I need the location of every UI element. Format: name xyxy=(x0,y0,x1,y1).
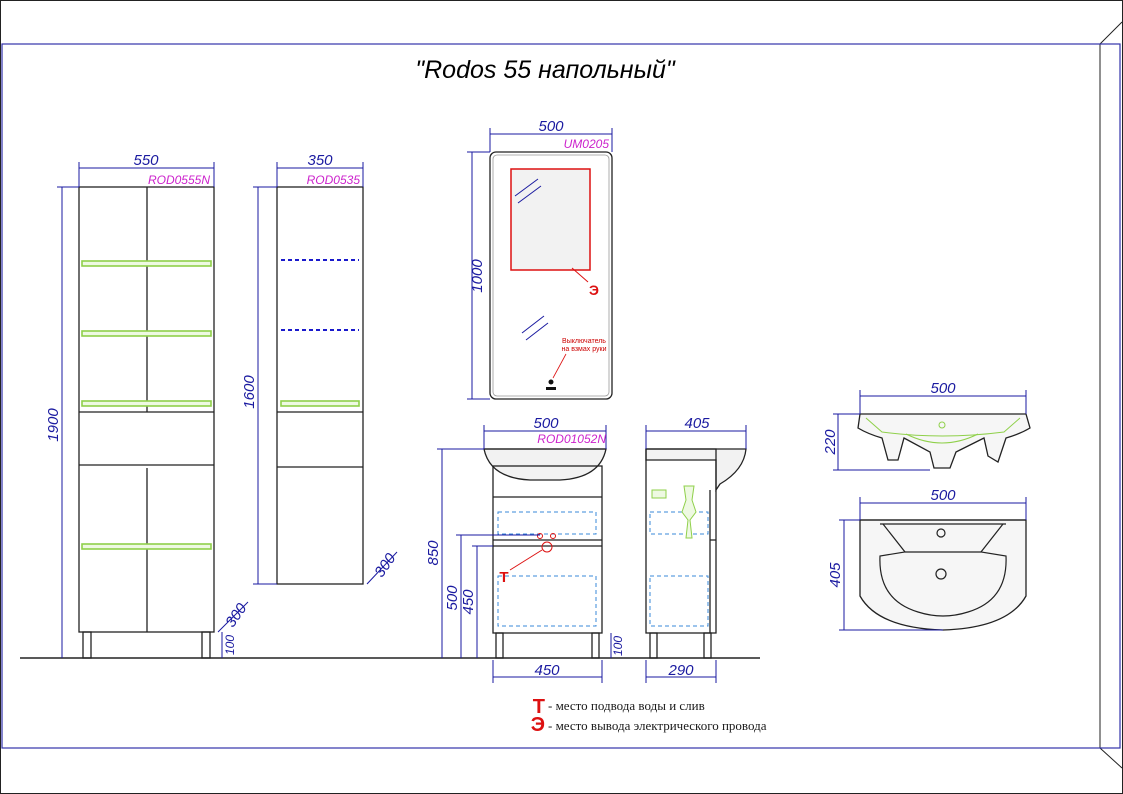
tall-cabinet-height: 1900 xyxy=(45,408,62,442)
legend-power-symbol: Э xyxy=(531,714,545,736)
vanity-h450: 450 xyxy=(460,589,477,615)
mirror-height: 1000 xyxy=(469,259,486,293)
vanity-side: 405 290 xyxy=(645,415,747,683)
vanity-front: Т 500 ROD01052N 850 500 450 450 100 xyxy=(425,415,625,683)
vanity-leg: 100 xyxy=(611,636,625,656)
vanity-drain-point-2 xyxy=(550,533,556,539)
legend: Т - место подвода воды и слив Э - место … xyxy=(531,696,767,736)
wall-cabinet-height: 1600 xyxy=(241,375,258,409)
tall-cabinet-code: ROD0555N xyxy=(148,173,210,187)
mirror-frame-inner xyxy=(492,154,610,397)
vanity-side-lower-drawer xyxy=(649,575,709,627)
tall-cabinet-width: 550 xyxy=(133,152,159,169)
vanity-drain-point-1 xyxy=(537,533,543,539)
wall-cabinet-depth: 300 xyxy=(371,550,400,581)
vanity-h500: 500 xyxy=(444,585,461,611)
tall-cabinet-shelf-3 xyxy=(81,400,212,407)
vanity-side-fitting xyxy=(651,489,667,499)
mirror-glare-2 xyxy=(517,185,542,204)
mirror: Э Выключатель на взмах руки 500 UM0205 1… xyxy=(467,118,613,400)
basin-plan-drain-icon xyxy=(935,568,947,580)
vanity-upper-drawer-inner xyxy=(497,511,597,535)
mirror-code: UM0205 xyxy=(564,137,610,151)
vanity-water-marker: Т xyxy=(499,569,508,586)
vanity-lower-drawer-inner xyxy=(497,575,597,627)
vanity-side-leg-left xyxy=(649,632,658,659)
mirror-switch-leader xyxy=(552,353,567,379)
vanity-basin xyxy=(483,448,607,481)
wall-cabinet-depth-line xyxy=(366,551,398,585)
tall-cabinet-depth: 300 xyxy=(222,600,251,631)
tall-cabinet-leg-left xyxy=(82,631,92,659)
vanity-leg-left xyxy=(495,632,504,659)
tall-cabinet-depth-line xyxy=(217,601,249,633)
tall-cabinet-shelf-1 xyxy=(81,260,212,267)
mirror-cabinet-zone xyxy=(510,168,591,271)
mirror-switch-label-2: на взмах руки xyxy=(562,346,607,353)
vanity-drain-icon xyxy=(541,541,553,553)
basin-front-bowl xyxy=(905,433,979,444)
mirror-switch-base-icon xyxy=(546,387,556,390)
page-title: "Rodos 55 напольный" xyxy=(415,56,676,84)
mirror-glare-3 xyxy=(521,315,545,334)
mirror-power-marker: Э xyxy=(589,282,599,298)
vanity-height: 850 xyxy=(425,540,442,566)
mirror-glare-4 xyxy=(525,322,549,341)
vanity-body xyxy=(492,465,603,634)
vanity-width: 500 xyxy=(533,415,559,432)
vanity-side-basin xyxy=(645,448,747,493)
basin-front-view xyxy=(857,413,1031,469)
basin-front-tap-hole xyxy=(938,421,946,429)
vanity-side-inner-depth: 290 xyxy=(667,662,694,679)
vanity-body-width: 450 xyxy=(534,662,560,679)
wall-cabinet-width: 350 xyxy=(307,152,333,169)
basin-plan-bowl xyxy=(879,523,1007,617)
vanity-drain-leader xyxy=(509,549,543,571)
basin-front-inner xyxy=(865,417,1021,437)
wall-cabinet-body xyxy=(276,186,364,585)
tall-cabinet-leg-right xyxy=(201,631,211,659)
wall-cabinet-code: ROD0535 xyxy=(307,173,361,187)
vanity-side-siphon xyxy=(681,485,697,539)
vanity-side-body xyxy=(645,448,717,634)
mirror-switch-icon xyxy=(548,379,554,385)
sheet-right-line xyxy=(1099,44,1123,769)
mirror-width: 500 xyxy=(538,118,564,135)
basin-views: 500 220 500 405 xyxy=(822,380,1031,631)
sheet-corner-line xyxy=(2,21,1123,45)
vanity-side-upper-drawer xyxy=(649,511,709,535)
basin-plan-width: 500 xyxy=(930,487,956,504)
tall-cabinet: 550 ROD0555N 1900 300 100 xyxy=(45,152,251,659)
tall-cabinet-shelf-4 xyxy=(81,543,212,550)
mirror-glare-1 xyxy=(514,178,539,197)
basin-height: 220 xyxy=(822,429,839,456)
vanity-leg-right xyxy=(591,632,600,659)
tall-cabinet-leg: 100 xyxy=(223,635,237,655)
wall-cabinet: 350 ROD0535 1600 300 xyxy=(241,152,400,585)
wall-cabinet-shelf xyxy=(280,400,360,407)
legend-power-text: - место вывода электрического провода xyxy=(548,718,767,733)
basin-plan-tap-hole-icon xyxy=(936,528,946,538)
vanity-code: ROD01052N xyxy=(537,432,606,446)
mirror-power-leader xyxy=(571,267,589,283)
inner-frame xyxy=(1,43,1121,749)
legend-water-text: - место подвода воды и слив xyxy=(548,698,705,713)
vanity-side-leg-right xyxy=(703,632,712,659)
mirror-switch-label-1: Выключатель xyxy=(562,338,606,345)
legend-water-symbol: Т xyxy=(533,696,545,718)
tall-cabinet-shelf-2 xyxy=(81,330,212,337)
mirror-frame xyxy=(489,151,613,400)
vanity-side-depth: 405 xyxy=(684,415,710,432)
basin-front-width: 500 xyxy=(930,380,956,397)
basin-depth: 405 xyxy=(827,562,844,588)
